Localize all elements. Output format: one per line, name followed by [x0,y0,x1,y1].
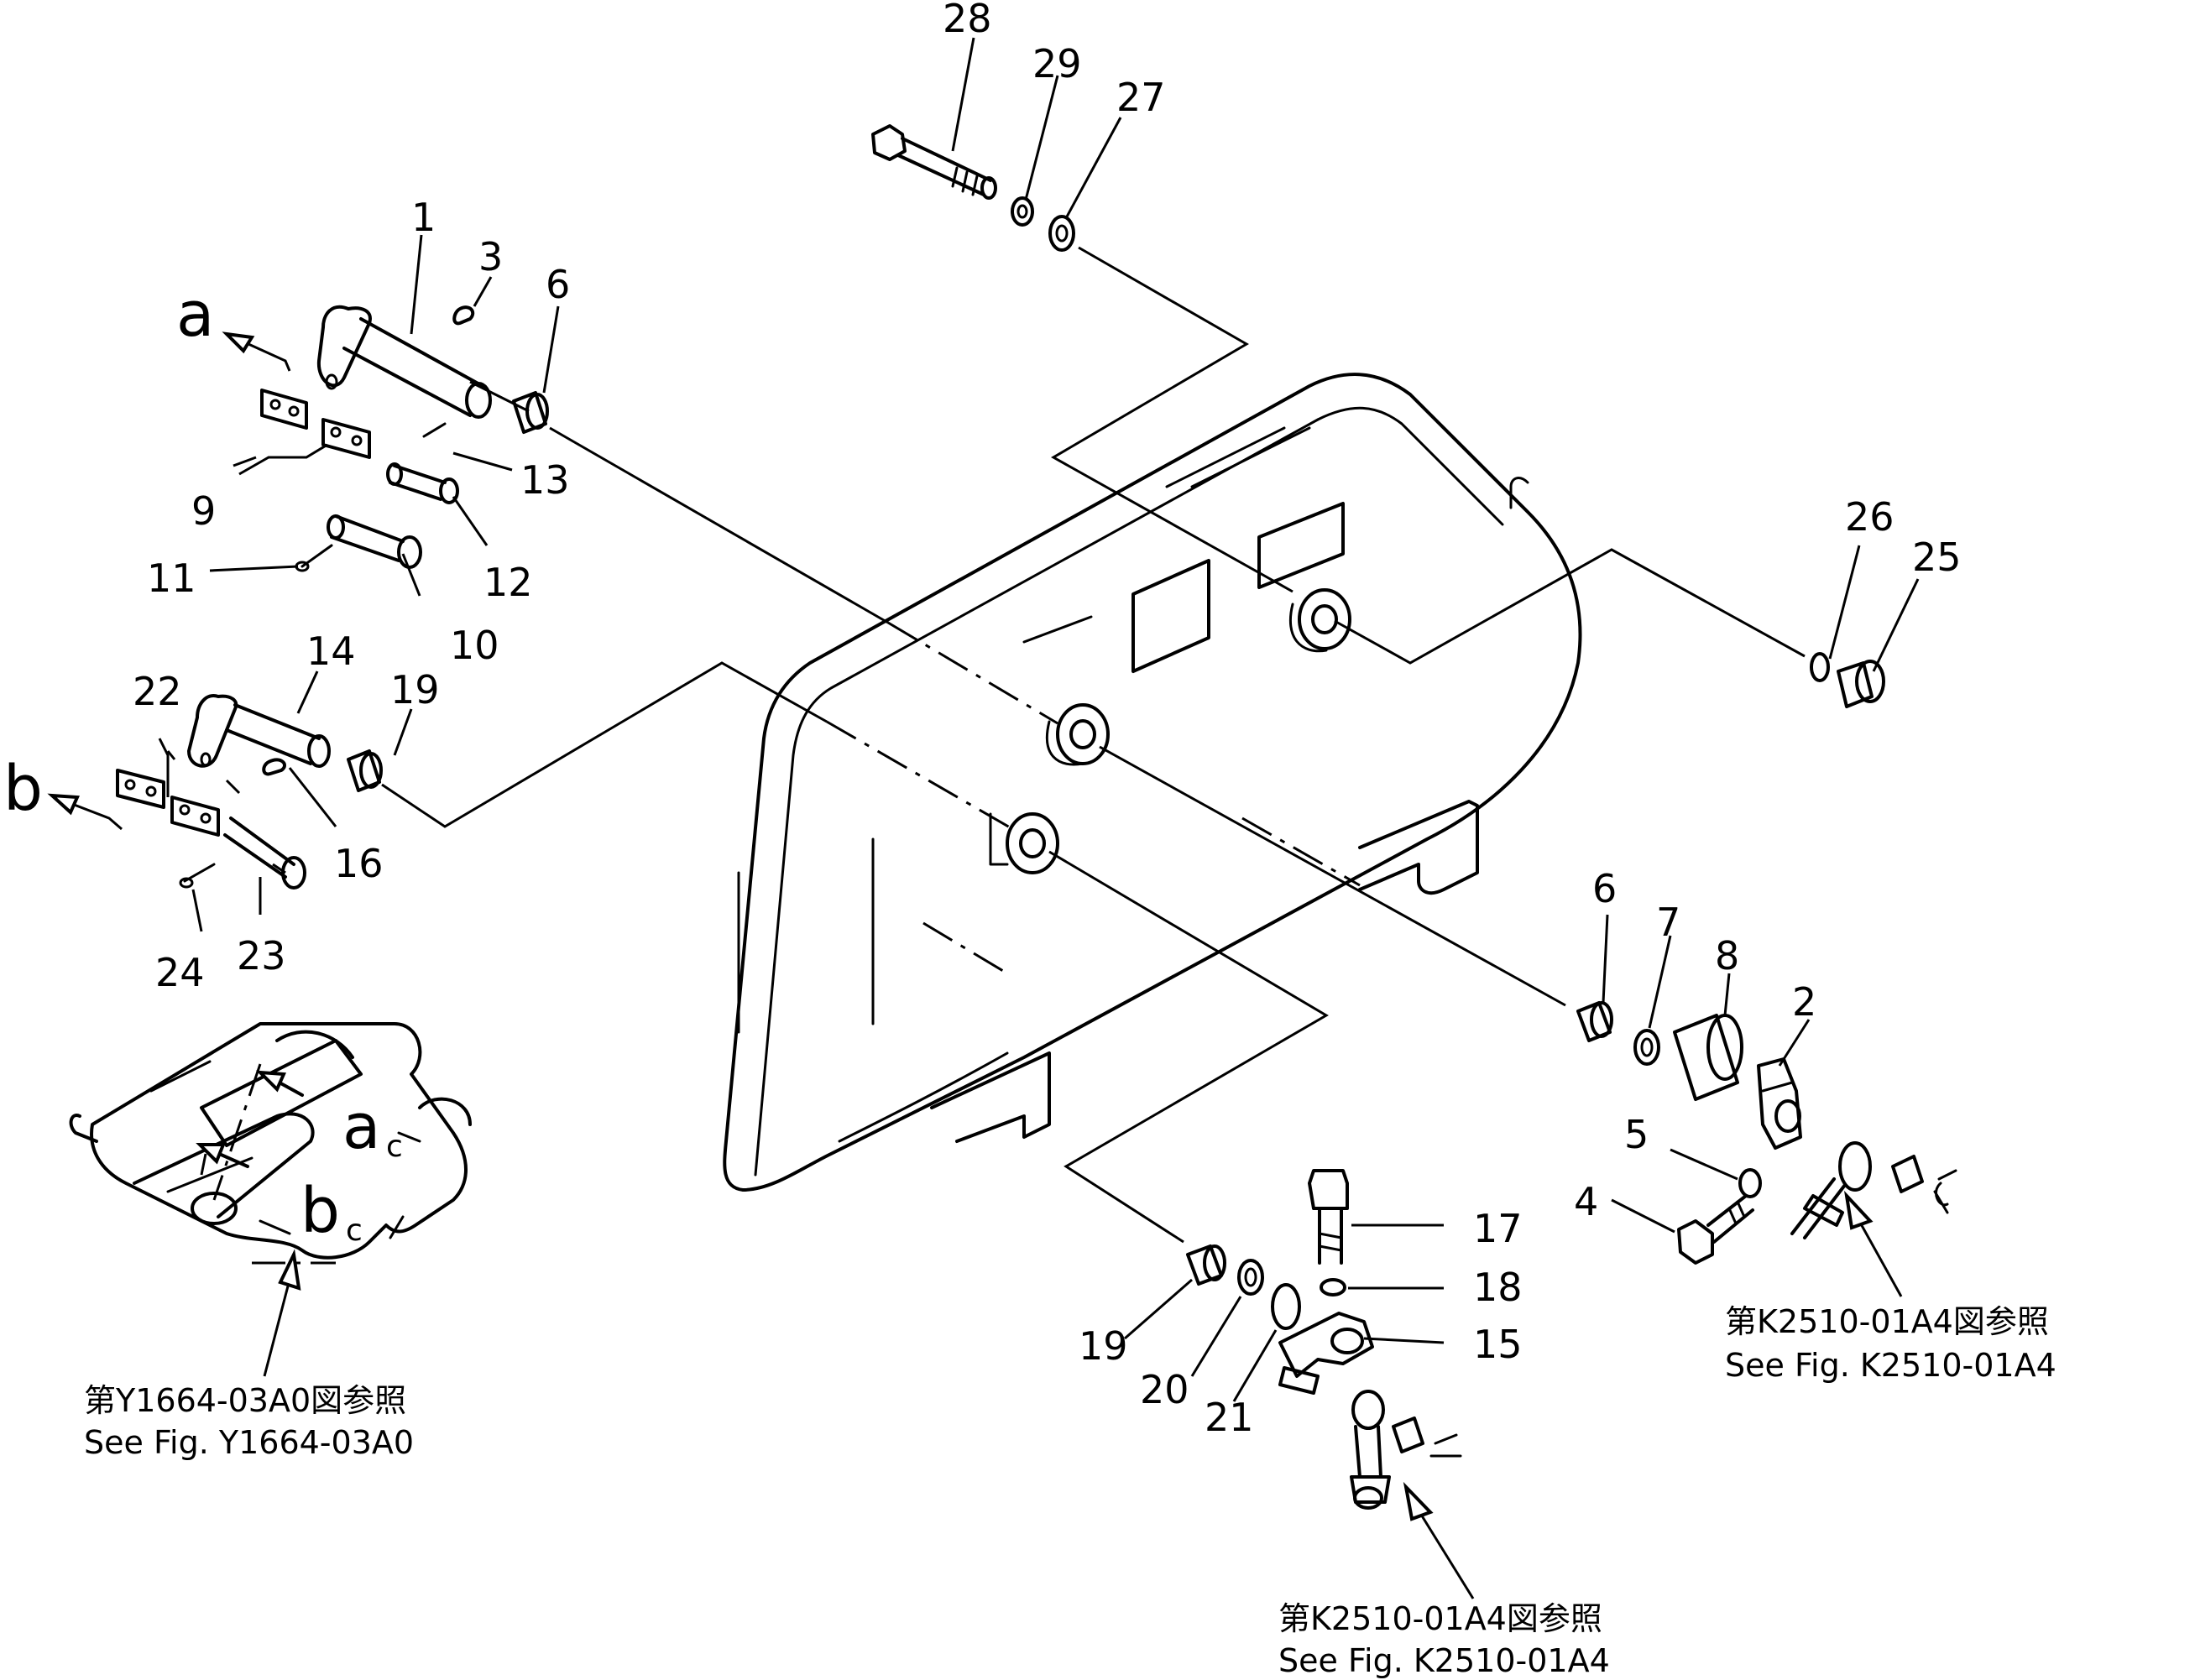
part-labels: 1 2 3 4 5 6 6 7 8 9 10 11 12 13 14 15 16… [133,0,1962,1440]
view-letters: a b a b c c [3,279,403,1248]
part-19-bushing-upper [347,749,383,792]
label-part-22: 22 [133,669,182,714]
label-part-10: 10 [450,623,499,668]
ref-arrow-right [1844,1190,1903,1297]
main-housing [723,373,1582,1192]
part-28-bolt [871,124,997,200]
part-19-bushing-lower [1186,1244,1226,1286]
part-14-shaft [187,694,331,768]
label-part-8: 8 [1715,933,1739,978]
label-part-24: 24 [155,950,205,995]
label-part-29: 29 [1032,41,1082,86]
part-9-plate [260,389,308,430]
label-part-14: 14 [306,629,356,674]
label-part-27: 27 [1116,75,1166,120]
label-part-16: 16 [334,841,384,886]
ref-arrow-left [263,1249,301,1377]
part-27-washer [1048,215,1075,252]
view-letter-b: b [3,753,43,825]
label-part-4: 4 [1574,1179,1598,1224]
ref-left-jp: 第Y1664-03A0図参照 [84,1382,406,1419]
label-part-15: 15 [1473,1322,1523,1367]
inset-assembly [69,1022,472,1265]
inset-letter-a: a [342,1091,380,1163]
view-arrow-a [222,331,291,372]
part-13-cotter [422,422,447,438]
label-part-12: 12 [483,560,533,605]
label-part-2: 2 [1792,979,1816,1025]
part-16-key [262,758,286,776]
label-part-19-lower: 19 [1079,1323,1128,1369]
part-17-bolt [1308,1169,1349,1265]
view-letter-a: a [176,279,214,351]
part-11-cotter [295,544,333,572]
part-21-washer [1271,1283,1301,1330]
assembly-lines [225,246,1806,1244]
inset-mark-c-a: c [386,1130,403,1164]
part-12-pin [386,462,459,504]
label-part-13: 13 [520,457,570,503]
part-3-key [452,305,475,326]
part-18-washer [1320,1278,1346,1297]
label-part-17: 17 [1473,1206,1523,1251]
label-part-18: 18 [1473,1265,1523,1310]
ref-right-jp: 第K2510-01A4図参照 [1725,1303,2049,1340]
label-part-26: 26 [1845,494,1894,540]
label-part-19-upper: 19 [390,667,440,712]
label-part-25: 25 [1912,535,1962,580]
inset-letter-b: b [301,1175,340,1247]
part-4-bolt [1677,1194,1754,1265]
part-7-ring [1633,1029,1660,1066]
part-25-plug [1837,660,1885,708]
part-29-washer [1011,196,1034,227]
part-6-bushing-upper [512,391,549,434]
reference-captions: 第Y1664-03A0図参照 See Fig. Y1664-03A0 第K251… [84,1303,2057,1679]
part-5-washer [1738,1168,1762,1198]
ref-bottom-jp: 第K2510-01A4図参照 [1278,1600,1602,1637]
inset-mark-c-b: c [346,1213,363,1248]
label-part-3: 3 [478,234,503,279]
label-part-28: 28 [943,0,992,41]
label-part-5: 5 [1624,1112,1649,1157]
label-part-6-lower: 6 [1592,866,1617,911]
label-part-9: 9 [191,488,216,534]
part-24-cotter [179,863,216,889]
part-20-ring [1237,1259,1264,1296]
part-15-lever [1278,1312,1374,1395]
label-part-20: 20 [1140,1367,1189,1412]
label-part-21: 21 [1205,1395,1254,1440]
part-22-plates [116,769,220,837]
ref-bottom-en: See Fig. K2510-01A4 [1278,1642,1610,1679]
ref-arrow-bottom [1403,1481,1475,1599]
label-part-23: 23 [237,933,286,978]
part-6-bushing-lower [1576,1001,1613,1042]
plate-upper-right [321,418,371,459]
view-arrow-b [47,793,123,831]
rod-end-right [1790,1141,1957,1239]
ref-left-en: See Fig. Y1664-03A0 [84,1424,414,1461]
label-part-6-upper: 6 [546,262,570,307]
part-2-lever [1757,1057,1802,1150]
rod-end-bottom [1350,1390,1462,1510]
part-8-sleeve [1673,1014,1743,1101]
ref-right-en: See Fig. K2510-01A4 [1725,1347,2057,1384]
label-part-1: 1 [411,195,436,240]
part-23-pin [223,817,306,890]
part-1-shaft [316,305,492,419]
part-10-pin [327,514,422,569]
part-leaders [158,37,1920,1402]
label-part-11: 11 [147,556,196,601]
part-26-oring [1810,652,1830,682]
label-part-7: 7 [1656,900,1680,945]
